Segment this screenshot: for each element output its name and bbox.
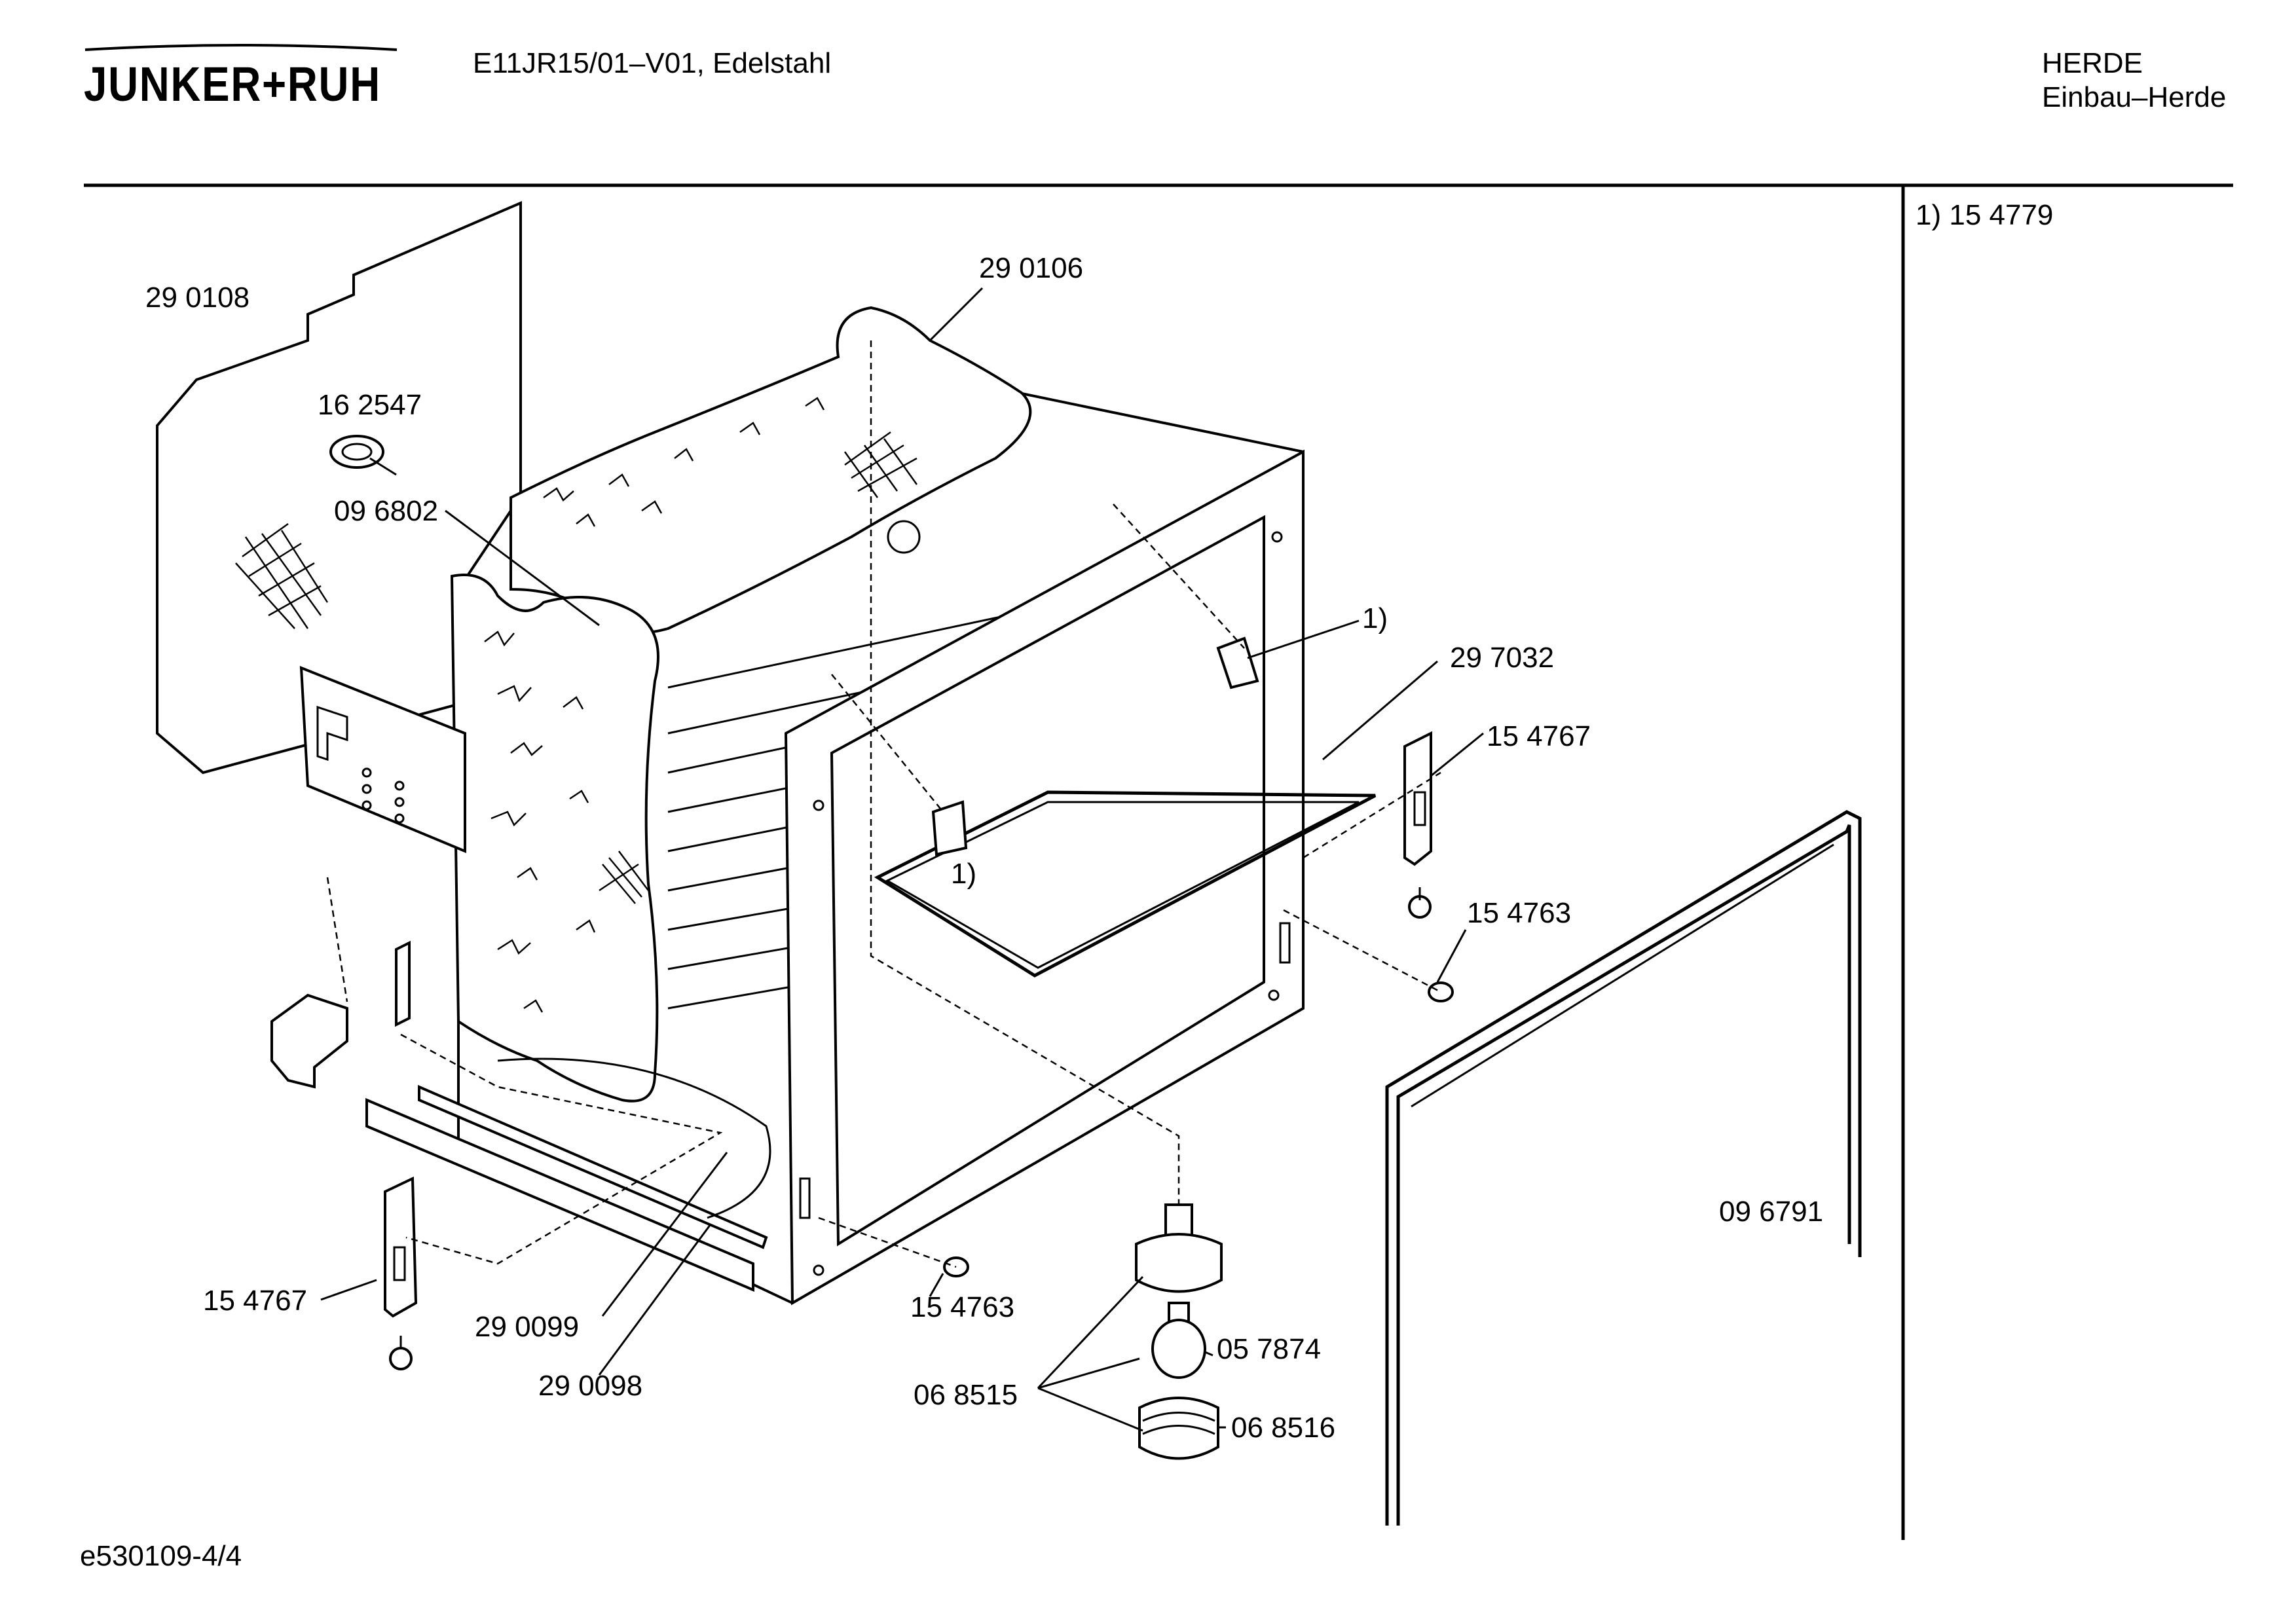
hinge-strip — [395, 940, 411, 1027]
label-rail-front: 29 0099 — [475, 1311, 580, 1343]
document-id: e530109-4/4 — [80, 1540, 242, 1572]
bracket-left — [384, 1176, 418, 1318]
corner-bracket — [270, 993, 348, 1089]
small-clip-mid — [931, 800, 968, 856]
label-rack: 29 7032 — [1450, 642, 1555, 674]
label-lamp-cover: 06 8516 — [1231, 1412, 1336, 1444]
door-seal — [1385, 810, 1862, 1526]
label-clip: 16 2547 — [318, 389, 422, 421]
assembly-line-lamp — [870, 340, 1180, 1205]
label-rail-back: 29 0098 — [538, 1370, 643, 1402]
assembly-line-clip — [1113, 504, 1245, 649]
lamp-cover — [1138, 1397, 1219, 1460]
lamp-socket — [1135, 1203, 1223, 1293]
small-clip-top — [1216, 636, 1259, 689]
label-screw-bottom: 15 4763 — [910, 1291, 1015, 1323]
model-title: E11JR15/01–V01, Edelstahl — [473, 47, 832, 79]
assembly-line-left — [400, 1033, 723, 1265]
assembly-line-bracket — [1303, 771, 1441, 859]
label-bracket-right: 15 4767 — [1487, 720, 1591, 752]
label-ref-top: 1) — [1362, 602, 1388, 634]
label-door-seal: 09 6791 — [1719, 1196, 1824, 1228]
label-ref-mid: 1) — [951, 858, 977, 890]
assembly-line-corner — [326, 877, 348, 1002]
leader-lines — [320, 287, 1484, 1432]
clip-part — [329, 435, 397, 476]
side-bracket-panel — [299, 665, 466, 853]
bottom-rails — [365, 1057, 771, 1292]
footnote-reference: 1) 15 4779 — [1916, 199, 2054, 231]
category-subtitle: Einbau–Herde — [2042, 81, 2227, 113]
logo-arc — [84, 44, 398, 51]
brand-name: JUNKER+RUH — [84, 57, 381, 111]
assembly-line-clip-mid — [831, 674, 944, 813]
brand-logo: JUNKER+RUH — [84, 43, 398, 111]
oven-rack — [874, 790, 1377, 978]
label-insulation-clip: 09 6802 — [334, 495, 439, 527]
screw-right-top — [1408, 887, 1432, 919]
back-insulation-panel — [156, 200, 522, 775]
oven-cavity — [450, 306, 1305, 1306]
assembly-line-screw-right — [1283, 909, 1441, 993]
screw-left — [389, 1336, 413, 1370]
label-back-insulation: 29 0108 — [145, 282, 250, 314]
label-lamp-socket: 06 8515 — [914, 1379, 1018, 1411]
screw-right — [1428, 981, 1454, 1002]
assembly-line-screw — [818, 1217, 957, 1268]
label-lamp-bulb: 05 7874 — [1217, 1333, 1322, 1365]
bracket-right — [1403, 731, 1432, 866]
category-title: HERDE — [2042, 47, 2143, 79]
label-bracket-left: 15 4767 — [203, 1285, 308, 1317]
label-top-insulation: 29 0106 — [979, 252, 1084, 284]
label-screw-right: 15 4763 — [1467, 897, 1572, 929]
lamp-bulb — [1151, 1302, 1206, 1379]
